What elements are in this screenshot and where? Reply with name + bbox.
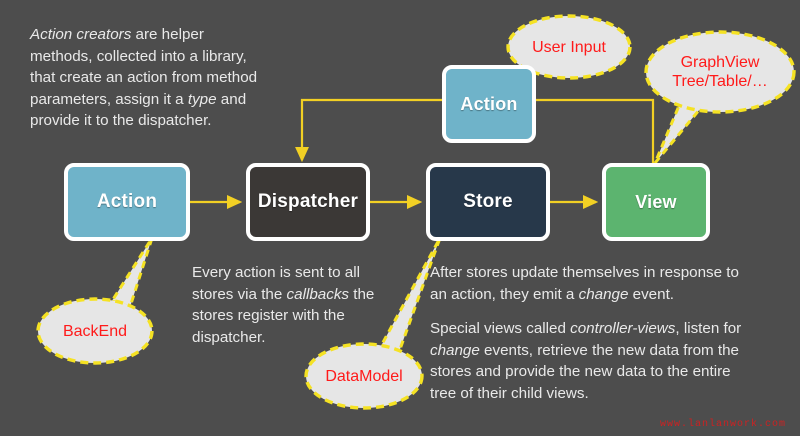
connector-view-to-action-top — [536, 98, 655, 163]
node-label: Store — [463, 191, 513, 212]
node-action[interactable]: Action — [64, 163, 190, 241]
node-label: View — [635, 191, 677, 212]
node-dispatcher[interactable]: Dispatcher — [246, 163, 370, 241]
node-view[interactable]: View — [602, 163, 710, 241]
callout-label-user-input: User Input — [532, 38, 606, 56]
paragraph-after-stores: After stores update themselves in respon… — [430, 264, 739, 303]
node-label: Dispatcher — [257, 191, 359, 212]
callout-tail-backend — [110, 236, 154, 309]
node-label: Action — [96, 191, 158, 212]
callout-label-backend: BackEnd — [62, 322, 128, 340]
node-label: Action — [460, 93, 518, 114]
node-store[interactable]: Store — [426, 163, 550, 241]
paragraph-special-views: Special views called controller-views, l… — [430, 320, 742, 402]
callout-tail-graphview — [653, 99, 702, 165]
watermark: www.lanlanwork.com — [660, 419, 787, 430]
node-action-top[interactable]: Action — [442, 65, 536, 143]
callout-label-datamodel: DataModel — [325, 367, 403, 385]
